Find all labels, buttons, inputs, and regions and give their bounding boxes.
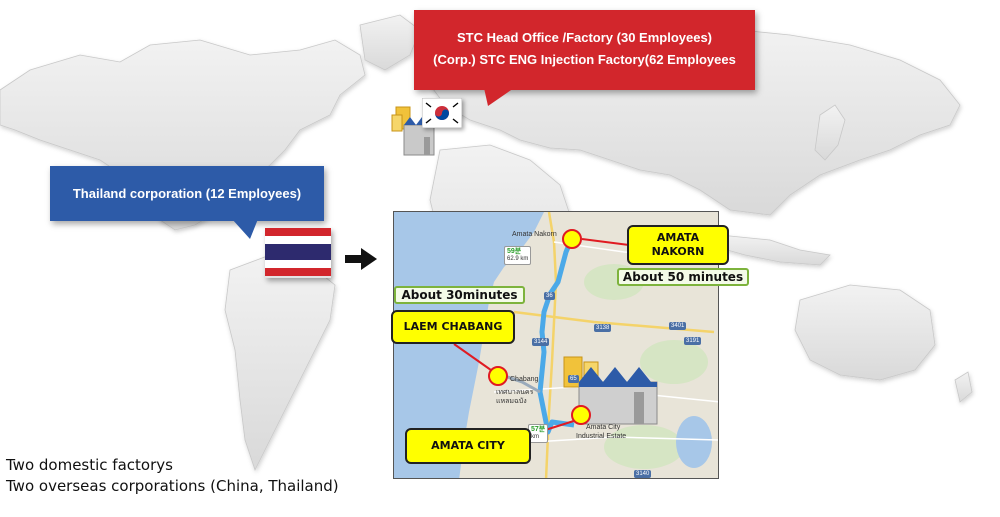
label-about-30-minutes: About 30minutes: [394, 286, 525, 304]
route-badge-1: 59분 62.9 km: [504, 246, 532, 265]
road-shield: 3401: [669, 322, 687, 330]
road-shield: 3138: [594, 324, 612, 332]
korea-callout-tail: [484, 88, 514, 106]
marker-amata-city: [571, 405, 591, 425]
marker-laem-chabang: [488, 366, 508, 386]
summary-line2: Two overseas corporations (China, Thaila…: [6, 477, 339, 495]
label-amata-city-text: AMATA CITY: [431, 439, 505, 452]
korea-flag-icon: [422, 98, 462, 128]
map-label-amata-city-1: Amata City: [586, 424, 621, 431]
label-amata-nakorn: AMATA NAKORN: [627, 225, 729, 265]
thailand-callout: Thailand corporation (12 Employees): [50, 166, 324, 221]
marker-amata-nakorn: [562, 229, 582, 249]
summary-text: Two domestic factorys Two overseas corpo…: [6, 455, 339, 497]
map-label-amata-city-2: Industrial Estate: [576, 433, 627, 440]
arrow-right-icon: [345, 248, 377, 270]
map-label-amata-nakorn: Amata Nakorn: [512, 231, 557, 238]
road-shield: 36: [544, 292, 555, 300]
map-label-chabang: Chabang: [510, 376, 539, 383]
thailand-callout-text: Thailand corporation (12 Employees): [72, 186, 302, 201]
road-shield: 3140: [634, 470, 652, 478]
korea-callout-line2: (Corp.) STC ENG Injection Factory(62 Emp…: [433, 52, 736, 67]
road-shield: 65: [568, 375, 579, 383]
summary-line1: Two domestic factorys: [6, 456, 173, 474]
route-badge-2: 57분 km: [528, 424, 549, 443]
label-laem-chabang-text: LAEM CHABANG: [403, 320, 503, 333]
route-badge-1-time: 59분: [507, 248, 522, 255]
thailand-flag-icon: [265, 228, 331, 278]
road-shield: 3144: [532, 338, 550, 346]
thailand-callout-tail: [232, 219, 258, 239]
road-shield: 3191: [684, 337, 702, 345]
korea-callout: STC Head Office /Factory (30 Employees) …: [414, 10, 755, 90]
map-label-thai-2: แหลมฉบัง: [496, 398, 527, 405]
route-badge-2-time: 57분: [531, 426, 546, 433]
map-label-thai-1: เทศบาลนคร: [496, 389, 534, 396]
label-amata-city: AMATA CITY: [405, 428, 531, 464]
factory-icon: [391, 106, 435, 156]
label-amata-nakorn-text: AMATA NAKORN: [651, 231, 705, 258]
route-badge-1-dist: 62.9 km: [507, 256, 529, 262]
inset-factory-icon: [563, 356, 658, 425]
label-laem-chabang: LAEM CHABANG: [391, 310, 515, 344]
korea-callout-line1: STC Head Office /Factory (30 Employees): [456, 30, 713, 45]
route-badge-2-dist: km: [531, 434, 539, 440]
label-about-50-minutes: About 50 minutes: [617, 268, 749, 286]
